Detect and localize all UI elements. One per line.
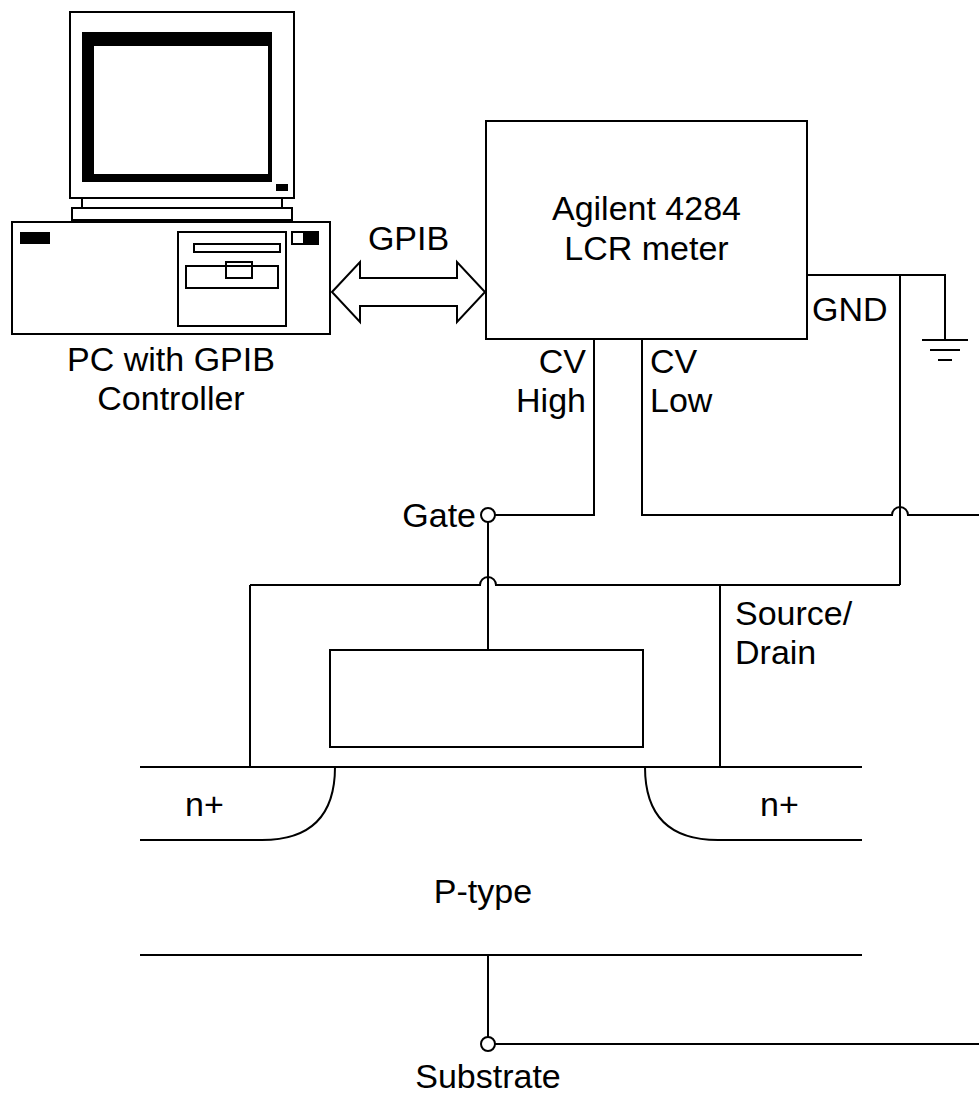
substrate-terminal-label: Substrate (415, 1058, 561, 1095)
probe-terminal-label: CV Low (650, 342, 720, 420)
art-group (12, 12, 979, 1051)
bus-arrow (332, 262, 485, 322)
n-plus-region (645, 767, 862, 840)
substrate-wire (495, 1043, 979, 1045)
computer-tower (12, 222, 330, 334)
tower-switch (292, 232, 304, 244)
monitor-housing (70, 12, 294, 198)
probe-terminal-label: CV High (510, 342, 586, 420)
source-drain-wire (250, 577, 900, 585)
tower-badge (20, 232, 50, 244)
n-plus-region (140, 767, 335, 840)
ground-terminal-label: GND (812, 290, 888, 329)
screen (94, 46, 268, 174)
substrate-bottom (140, 954, 862, 956)
ground-wire (808, 275, 945, 340)
drive-button (226, 262, 252, 278)
node-text: Agilent 4284 LCR meter (532, 188, 762, 268)
monitor-stand (82, 198, 282, 208)
gate-terminal-label: Gate (402, 496, 476, 535)
tower-switch (306, 232, 318, 244)
bus-label: GPIB (368, 219, 449, 258)
substrate-region-label: P-type (434, 872, 532, 911)
cv-low-wire (642, 340, 979, 515)
instrument-box: Agilent 4284 LCR meter (485, 120, 808, 340)
source-drain-contact (250, 585, 720, 767)
cv-high-wire (495, 340, 594, 515)
screen-frame (82, 32, 272, 182)
n-plus-region-label: n+ (760, 785, 799, 824)
gate-terminal (481, 508, 495, 522)
monitor-base (72, 208, 292, 220)
gate-lead (487, 522, 489, 650)
source-drain-label: Source/ Drain (735, 594, 865, 672)
substrate-terminal (481, 1037, 495, 1051)
substrate-lead (487, 955, 489, 1037)
computer-node: PC with GPIB Controller (10, 8, 332, 423)
substrate-surface (140, 766, 862, 768)
drive-slot (194, 244, 280, 252)
drive-panel (178, 232, 286, 326)
power-led (276, 184, 288, 191)
gate-electrode (330, 650, 643, 747)
n-plus-region-label: n+ (185, 785, 224, 824)
ground-symbol (922, 340, 968, 360)
ground-wire (899, 275, 901, 585)
node-text: PC with GPIB Controller (51, 340, 291, 418)
